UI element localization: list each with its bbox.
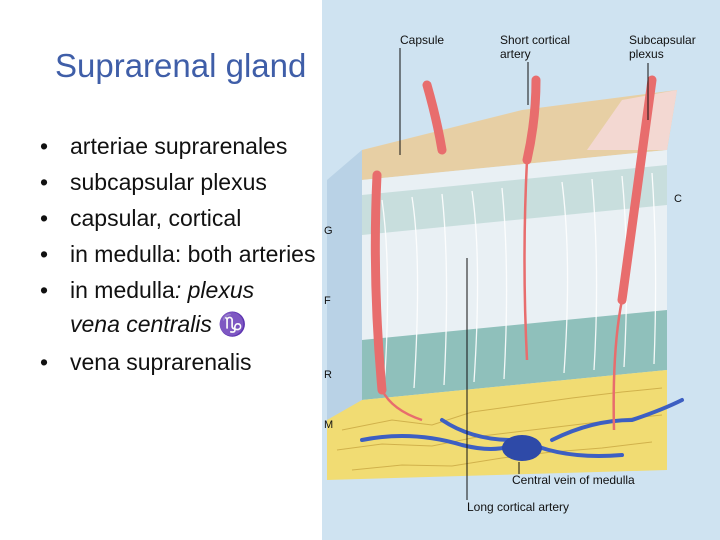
bullet-marker: • [40,133,48,160]
symbol-glyph: ♑ [218,311,247,337]
bullet-text-prefix: in medulla [70,277,175,303]
zone-letter-g: G [324,225,333,237]
central-vein-shape [502,435,542,461]
figure-svg: Capsule Short cortical artery Subcapsula… [322,0,720,540]
bullet-marker: • [40,241,48,268]
subcapsular-plexus-label-line2: plexus [629,47,664,61]
bullet-marker: • [40,349,48,376]
long-cortical-artery-label: Long cortical artery [467,500,569,514]
zone-letter-c: C [674,193,682,205]
zone-letter-r: R [324,369,332,381]
central-vein-label: Central vein of medulla [512,473,635,487]
bullet-marker: • [40,277,48,304]
adrenal-blood-supply-figure: Capsule Short cortical artery Subcapsula… [322,0,720,540]
short-cortical-artery-label-line2: artery [500,47,531,61]
zone-letter-f: F [324,295,331,307]
zone-letter-m: M [324,419,333,431]
bullet-text-italic: : plexus [175,277,254,303]
bullet-text: subcapsular plexus [70,169,267,196]
capsule-label: Capsule [400,33,444,47]
bullet-text-line2: vena centralis ♑ [70,311,247,338]
slide-title: Suprarenal gland [55,47,306,85]
bullet-text: capsular, cortical [70,205,241,232]
bullet-marker: • [40,205,48,232]
bullet-text: vena suprarenalis [70,349,252,376]
bullet-text: in medulla: plexus [70,277,254,304]
vena-centralis-text: vena centralis [70,311,212,337]
subcapsular-plexus-label-line1: Subcapsular [629,33,696,47]
short-cortical-artery-label-line1: Short cortical [500,33,570,47]
bullet-marker: • [40,169,48,196]
bullet-text: arteriae suprarenales [70,133,287,160]
bullet-text: in medulla: both arteries [70,241,315,268]
